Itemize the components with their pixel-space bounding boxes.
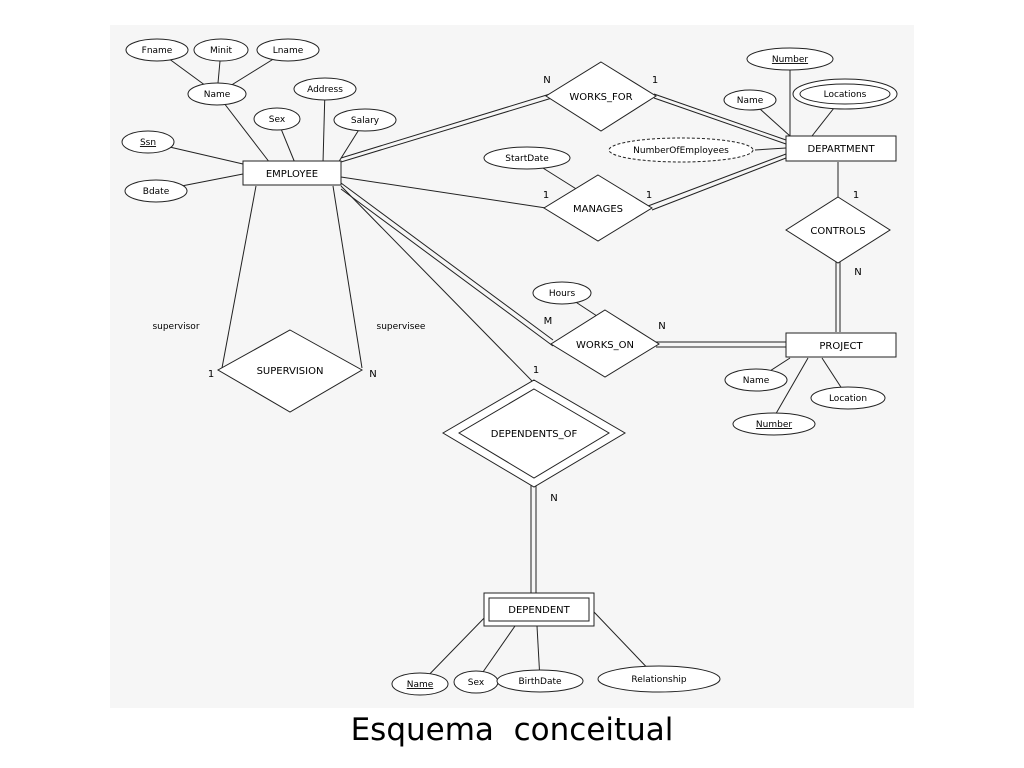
card-manages-emp: 1 — [543, 190, 549, 201]
rel-supervision-label: SUPERVISION — [257, 366, 324, 377]
attr-locations-label: Locations — [824, 90, 867, 100]
attr-hours — [532, 281, 592, 305]
attr-sex-label: Sex — [269, 115, 286, 125]
attr-proj-location — [810, 386, 886, 410]
attr-sex — [253, 107, 301, 131]
attr-start-date-label: StartDate — [505, 154, 549, 164]
card-supervision-n: N — [369, 369, 376, 380]
attr-fname — [125, 38, 189, 62]
attr-fname-label: Fname — [142, 46, 173, 56]
attr-lname-label: Lname — [273, 46, 304, 56]
card-works-on-emp: M — [544, 316, 553, 327]
attr-ssn-label: Ssn — [140, 138, 156, 148]
attr-dept-number — [746, 47, 834, 71]
attr-address — [293, 77, 357, 101]
attr-dept-name-label: Name — [737, 96, 764, 106]
card-controls-proj: N — [854, 267, 861, 278]
attr-name-label: Name — [204, 90, 231, 100]
rel-manages-label: MANAGES — [573, 204, 623, 215]
rel-dependents-of-label: DEPENDENTS_OF — [491, 429, 578, 440]
attr-proj-number — [732, 412, 816, 436]
attr-salary-label: Salary — [351, 116, 380, 126]
attr-proj-location-label: Location — [829, 394, 867, 404]
attr-dept-number-label: Number — [772, 55, 808, 65]
relationships — [216, 61, 891, 488]
attr-name — [187, 82, 247, 106]
entity-project-label: PROJECT — [819, 341, 863, 352]
card-supervision-1: 1 — [208, 369, 214, 380]
er-diagram: EMPLOYEE DEPARTMENT PROJECT DEPENDENT WO… — [121, 38, 898, 696]
card-controls-dept: 1 — [853, 190, 859, 201]
attr-dep-name — [391, 672, 449, 696]
role-supervisee: supervisee — [377, 322, 426, 332]
attr-dep-name-label: Name — [407, 680, 434, 690]
rel-controls — [785, 196, 891, 264]
card-works-for-emp: N — [543, 75, 550, 86]
attr-salary — [333, 108, 397, 132]
attr-number-of-employees-label: NumberOfEmployees — [633, 146, 729, 156]
entity-employee-label: EMPLOYEE — [266, 169, 318, 180]
attr-proj-name — [724, 368, 788, 392]
entity-department — [785, 135, 897, 162]
attr-birth-date — [496, 669, 584, 693]
attr-relationship — [597, 665, 721, 693]
entities — [242, 135, 897, 627]
card-manages-dept: 1 — [646, 190, 652, 201]
entity-project — [785, 332, 897, 358]
attr-lname — [256, 38, 320, 62]
attr-birth-date-label: BirthDate — [518, 677, 562, 687]
rel-manages — [543, 174, 653, 242]
attributes — [121, 38, 898, 696]
rel-works-for-label: WORKS_FOR — [569, 92, 632, 103]
card-dependents-of-dep: N — [550, 493, 557, 504]
attr-proj-name-label: Name — [743, 376, 770, 386]
entity-employee — [242, 160, 342, 186]
attr-number-of-employees — [608, 137, 754, 163]
attr-ssn — [121, 130, 175, 154]
attr-hours-label: Hours — [549, 289, 576, 299]
attr-proj-number-label: Number — [756, 420, 792, 430]
rel-works-for — [545, 61, 657, 132]
rel-works-on — [550, 309, 660, 378]
attr-bdate — [124, 179, 188, 203]
rel-works-on-label: WORKS_ON — [576, 340, 634, 351]
attr-dept-name — [723, 89, 777, 111]
attr-minit — [193, 38, 249, 62]
entity-dependent-label: DEPENDENT — [508, 605, 570, 616]
attr-start-date — [483, 146, 571, 170]
card-works-for-dept: 1 — [652, 75, 658, 86]
rel-controls-label: CONTROLS — [810, 226, 865, 237]
card-dependents-of-emp: 1 — [533, 365, 539, 376]
labels: EMPLOYEE DEPARTMENT PROJECT DEPENDENT WO… — [140, 46, 875, 690]
rel-supervision — [216, 329, 364, 413]
slide-title: Esquema conceitual — [350, 712, 674, 748]
attr-relationship-label: Relationship — [631, 675, 687, 685]
entity-department-label: DEPARTMENT — [807, 144, 875, 155]
attr-dep-sex-label: Sex — [468, 678, 485, 688]
attr-address-label: Address — [307, 85, 343, 95]
card-works-on-proj: N — [658, 321, 665, 332]
role-supervisor: supervisor — [152, 322, 199, 332]
attr-minit-label: Minit — [210, 46, 232, 56]
attr-bdate-label: Bdate — [143, 187, 170, 197]
